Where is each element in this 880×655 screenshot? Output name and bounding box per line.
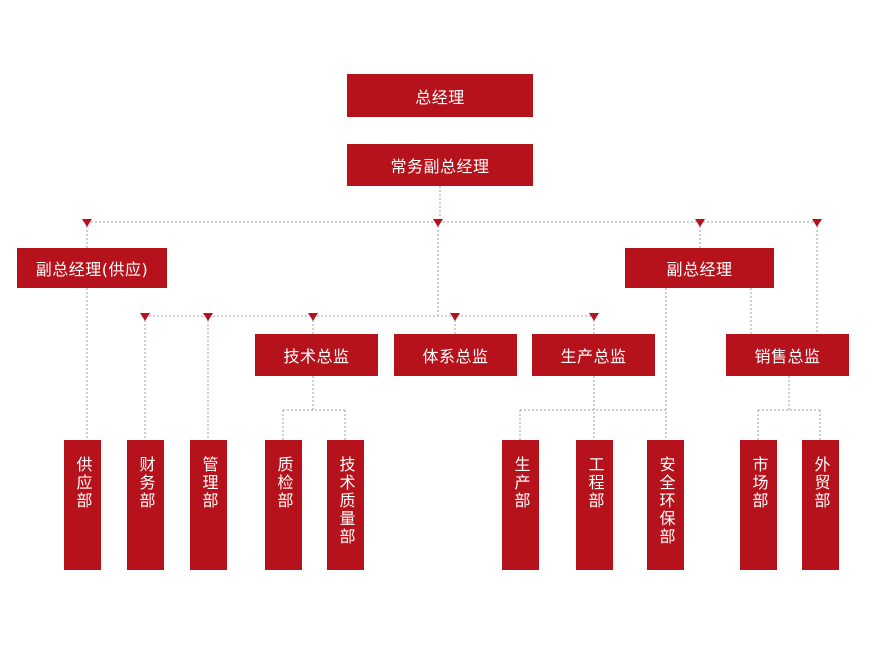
arrow-marker [589,313,599,321]
dept-supply-label: 供应部 [73,456,93,510]
arrow-marker [203,313,213,321]
deputy-label: 副总经理 [666,260,733,279]
sales-director-node: 销售总监 [726,334,849,376]
dept-quality-inspection-node: 质检部 [265,440,302,570]
deputy-supply-label: 副总经理(供应) [35,260,149,279]
dept-management-label: 管理部 [199,456,219,510]
dept-safety-env-label: 安全环保部 [656,456,676,546]
production-director-label: 生产总监 [560,347,627,366]
dept-production-node: 生产部 [502,440,539,570]
general-manager-node: 总经理 [347,74,533,117]
sales-director-label: 销售总监 [754,347,821,366]
deputy-node: 副总经理 [625,248,774,288]
executive-deputy-node: 常务副总经理 [347,144,533,186]
arrow-marker [82,219,92,227]
production-director-node: 生产总监 [532,334,655,376]
arrow-marker [695,219,705,227]
general-manager-label: 总经理 [415,87,465,107]
dept-market-node: 市场部 [740,440,777,570]
dept-market-label: 市场部 [749,456,769,510]
dept-finance-label: 财务部 [136,456,156,510]
dept-safety-env-node: 安全环保部 [647,440,684,570]
tech-director-label: 技术总监 [283,347,350,366]
arrow-marker [308,313,318,321]
system-director-node: 体系总监 [394,334,517,376]
dept-quality-inspection-label: 质检部 [274,456,294,510]
dept-management-node: 管理部 [190,440,227,570]
dept-finance-node: 财务部 [127,440,164,570]
arrow-marker [450,313,460,321]
executive-deputy-label: 常务副总经理 [390,157,490,176]
dept-foreign-trade-node: 外贸部 [802,440,839,570]
arrow-marker [140,313,150,321]
dept-engineering-label: 工程部 [585,456,605,510]
deputy-supply-node: 副总经理(供应) [17,248,167,288]
dept-tech-quality-label: 技术质量部 [336,456,356,546]
dept-engineering-node: 工程部 [576,440,613,570]
arrow-marker [433,219,443,227]
dept-production-label: 生产部 [511,456,531,510]
dept-foreign-trade-label: 外贸部 [811,456,831,510]
system-director-label: 体系总监 [422,347,489,366]
tech-director-node: 技术总监 [255,334,378,376]
arrow-marker [812,219,822,227]
dept-tech-quality-node: 技术质量部 [327,440,364,570]
dept-supply-node: 供应部 [64,440,101,570]
